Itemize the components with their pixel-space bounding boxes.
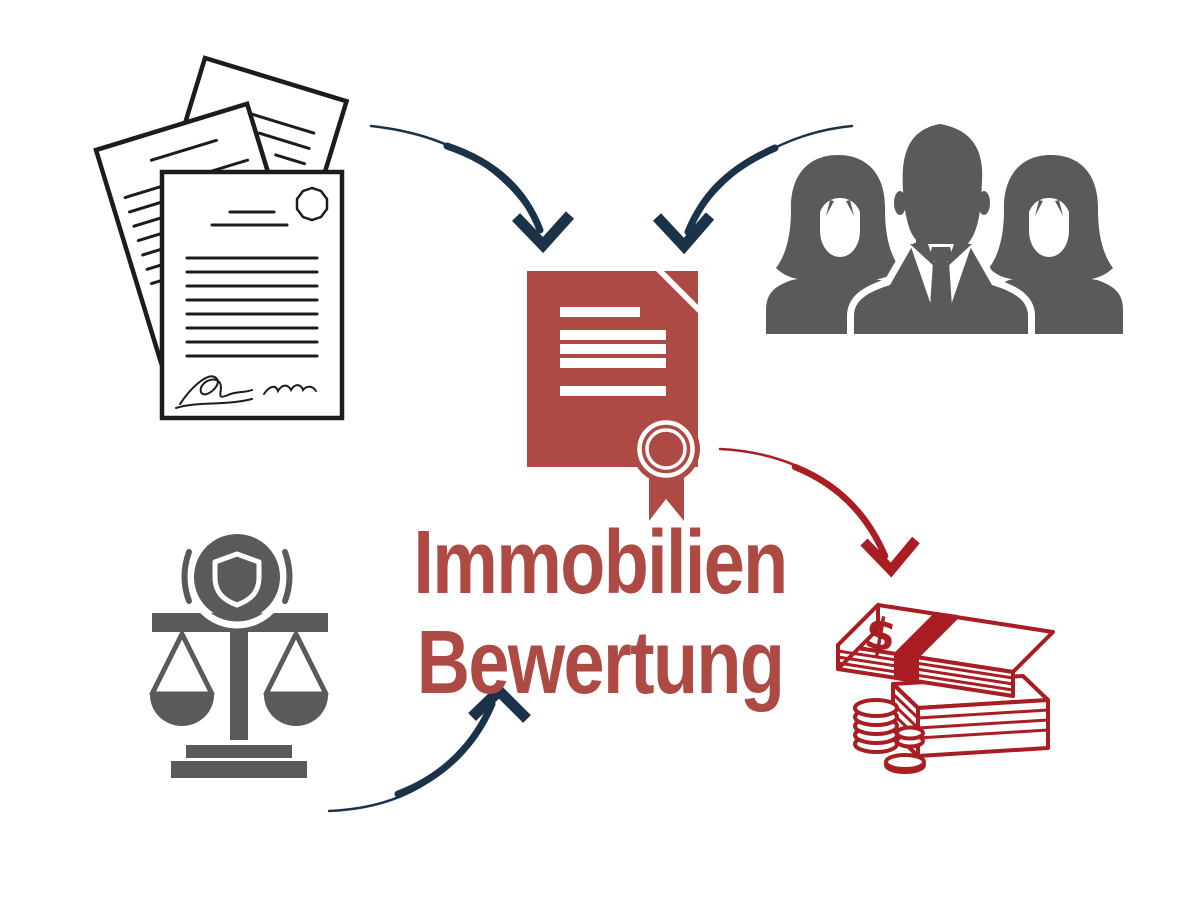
banknote-stack-top: $ [836,603,1055,698]
justice-scales-shield-icon [149,525,329,778]
person-man-center [847,118,1035,340]
ribbon [649,470,684,521]
title-block: Immobilien Bewertung [108,513,1092,713]
title-line-1: Immobilien [413,513,788,613]
title-line-2: Bewertung [416,613,785,713]
arrow-documents-to-certificate [369,124,575,254]
shield-icon [212,551,262,608]
arrow-people-to-certificate [652,124,854,255]
coins [853,698,926,774]
money-stacks-coins-icon: $ [836,603,1055,774]
notary-seal-icon [295,186,329,222]
arrows-navy [327,124,854,813]
arrow-certificate-to-money [718,447,920,578]
signed-documents-stack-icon [93,55,350,421]
signature-right [263,384,317,395]
tie [929,247,953,266]
people-group-icon [766,118,1123,340]
signature-left [175,375,253,409]
arrow-scales-to-title [327,683,531,813]
certificate-seal-icon [527,271,700,521]
document-page-front [159,169,345,421]
folded-corner [664,271,698,305]
